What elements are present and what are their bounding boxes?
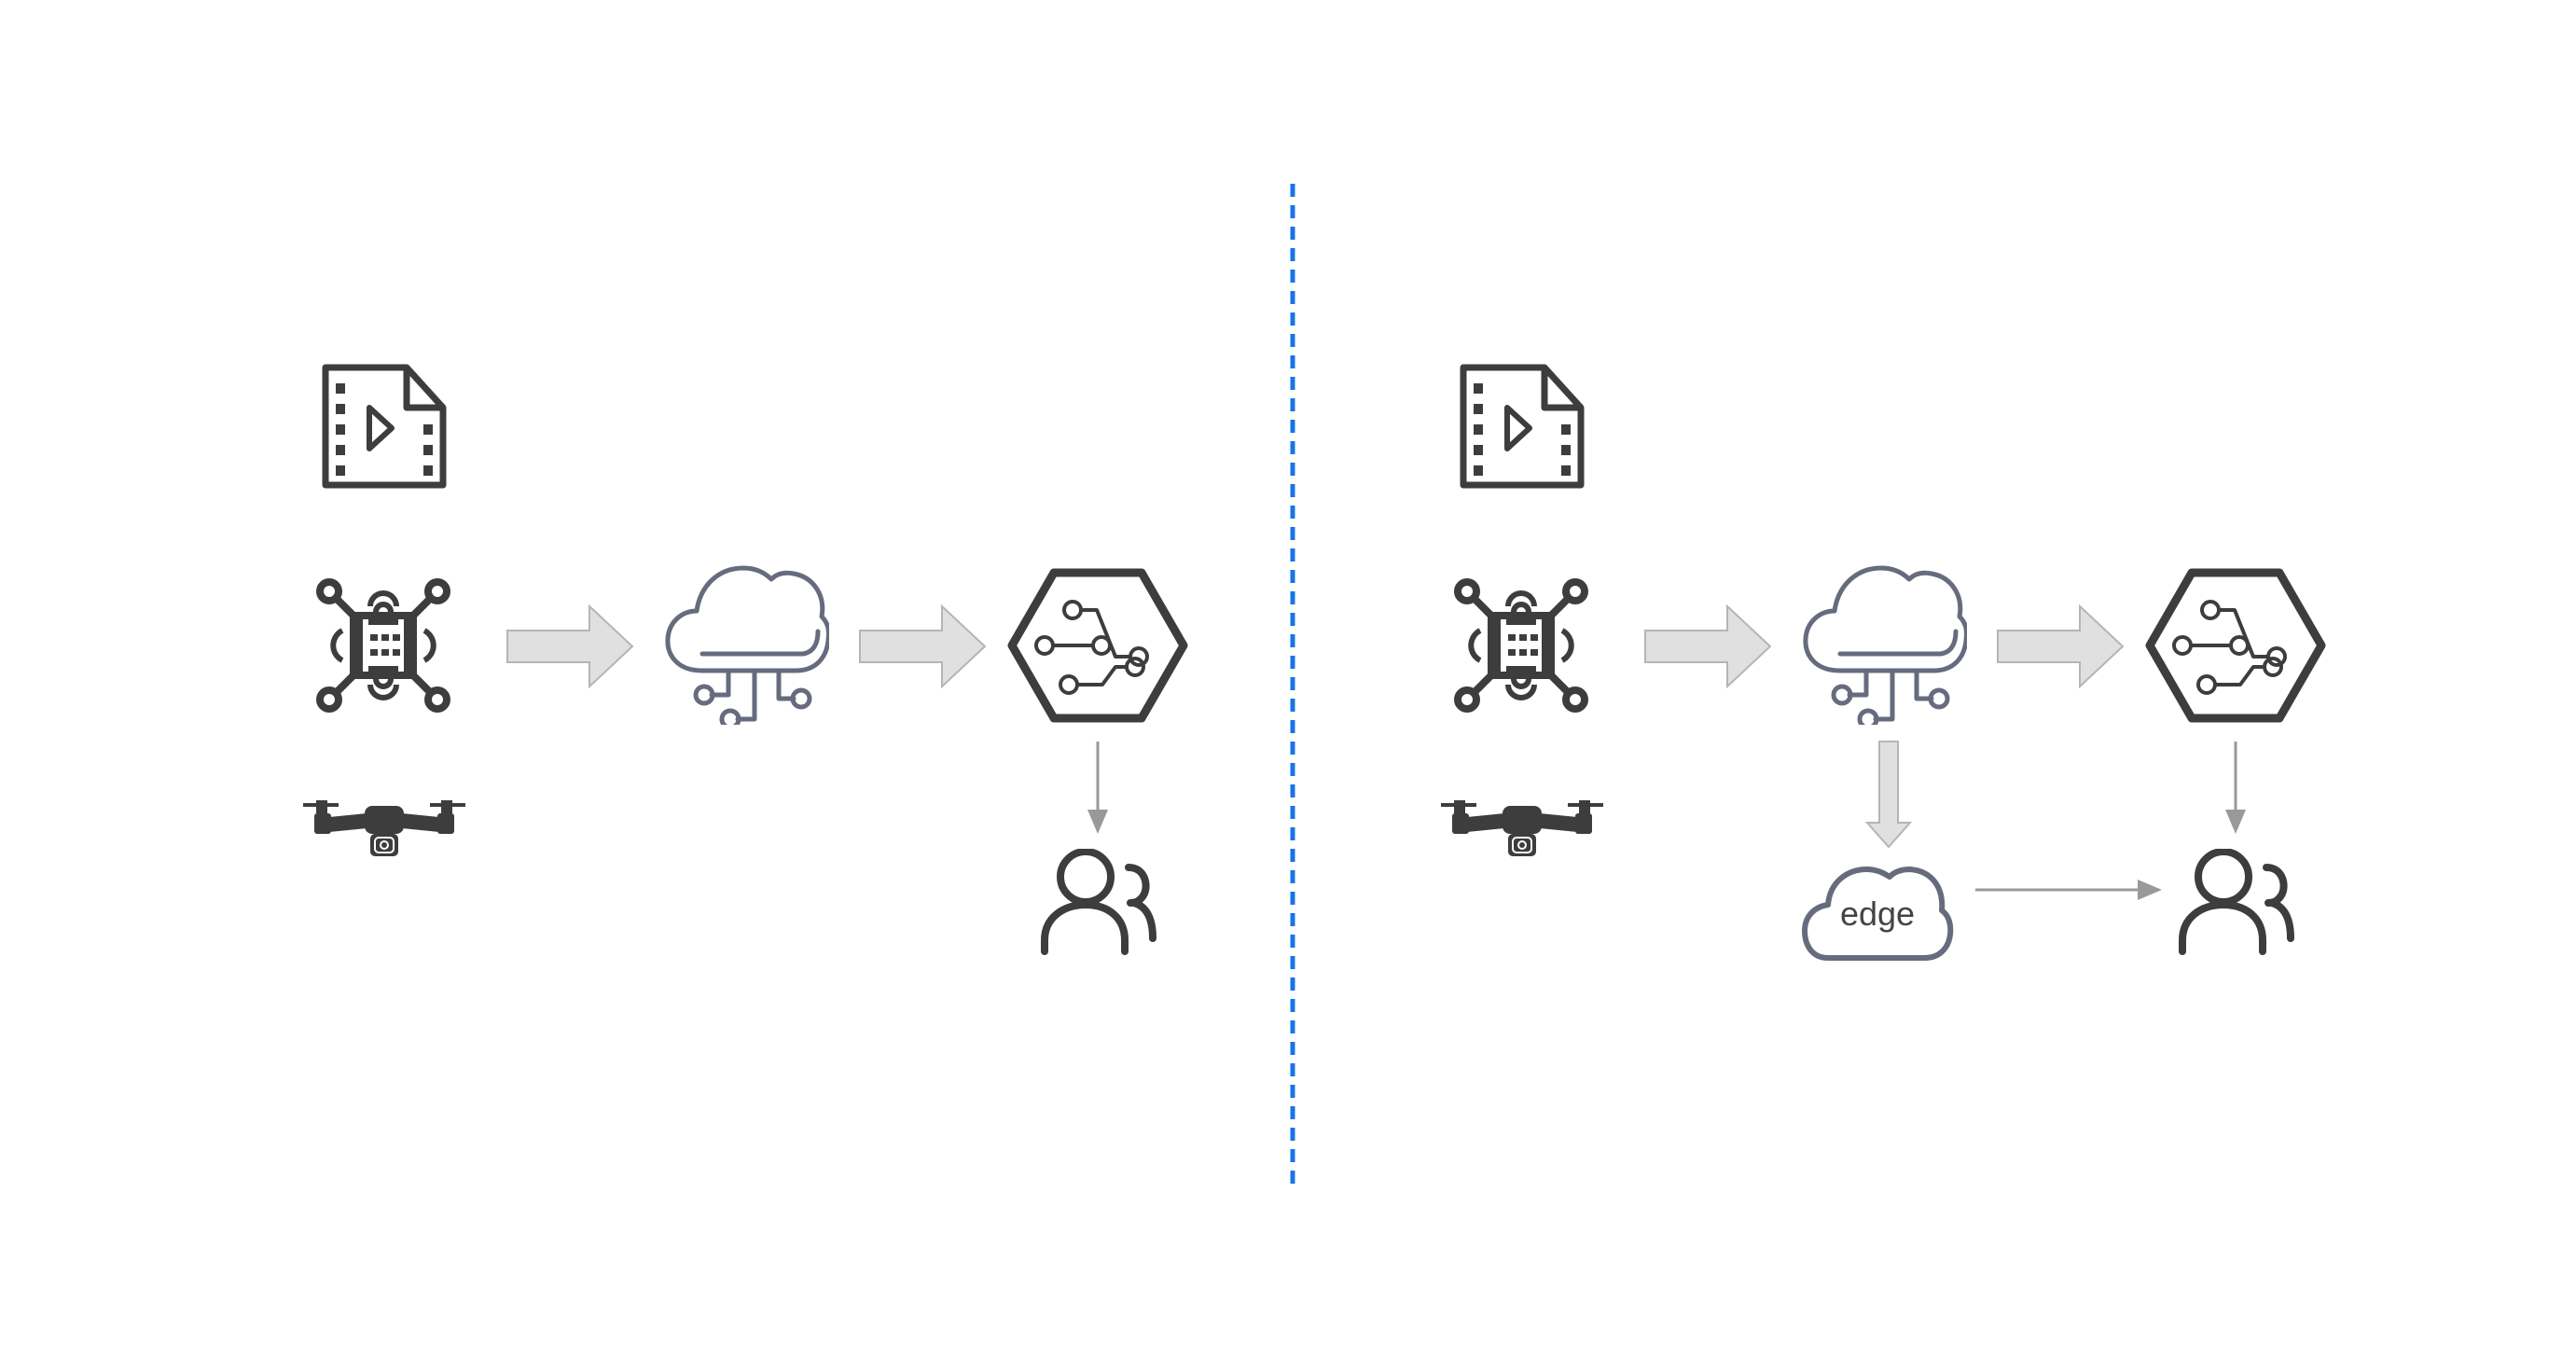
block-arrow-right [506, 605, 633, 687]
video-file-icon [1463, 367, 1581, 485]
drone-icon [1441, 800, 1603, 857]
hexagon-processor-icon [2150, 573, 2321, 718]
users-icon [1045, 852, 1153, 951]
sensor-chip-icon [320, 582, 447, 709]
cloud-circuit-icon [1806, 568, 1967, 728]
block-arrow-right [859, 605, 986, 687]
thin-arrow-down [2225, 742, 2246, 834]
block-arrow-right [1644, 605, 1771, 687]
sensor-chip-icon [1458, 582, 1585, 709]
block-arrow-down [1864, 741, 1913, 849]
thin-arrow-right [1975, 880, 2162, 900]
right-panel: edge [1441, 367, 2321, 961]
edge-cloud: edge [1802, 867, 1954, 961]
cloud-circuit-icon [668, 568, 829, 728]
video-file-icon [325, 367, 443, 485]
block-arrow-right [1997, 605, 2124, 687]
drone-icon [303, 800, 465, 857]
left-panel [303, 367, 1184, 951]
hexagon-processor-icon [1012, 573, 1184, 718]
edge-label: edge [1840, 894, 1915, 933]
thin-arrow-down [1087, 742, 1108, 834]
users-icon [2182, 852, 2291, 951]
